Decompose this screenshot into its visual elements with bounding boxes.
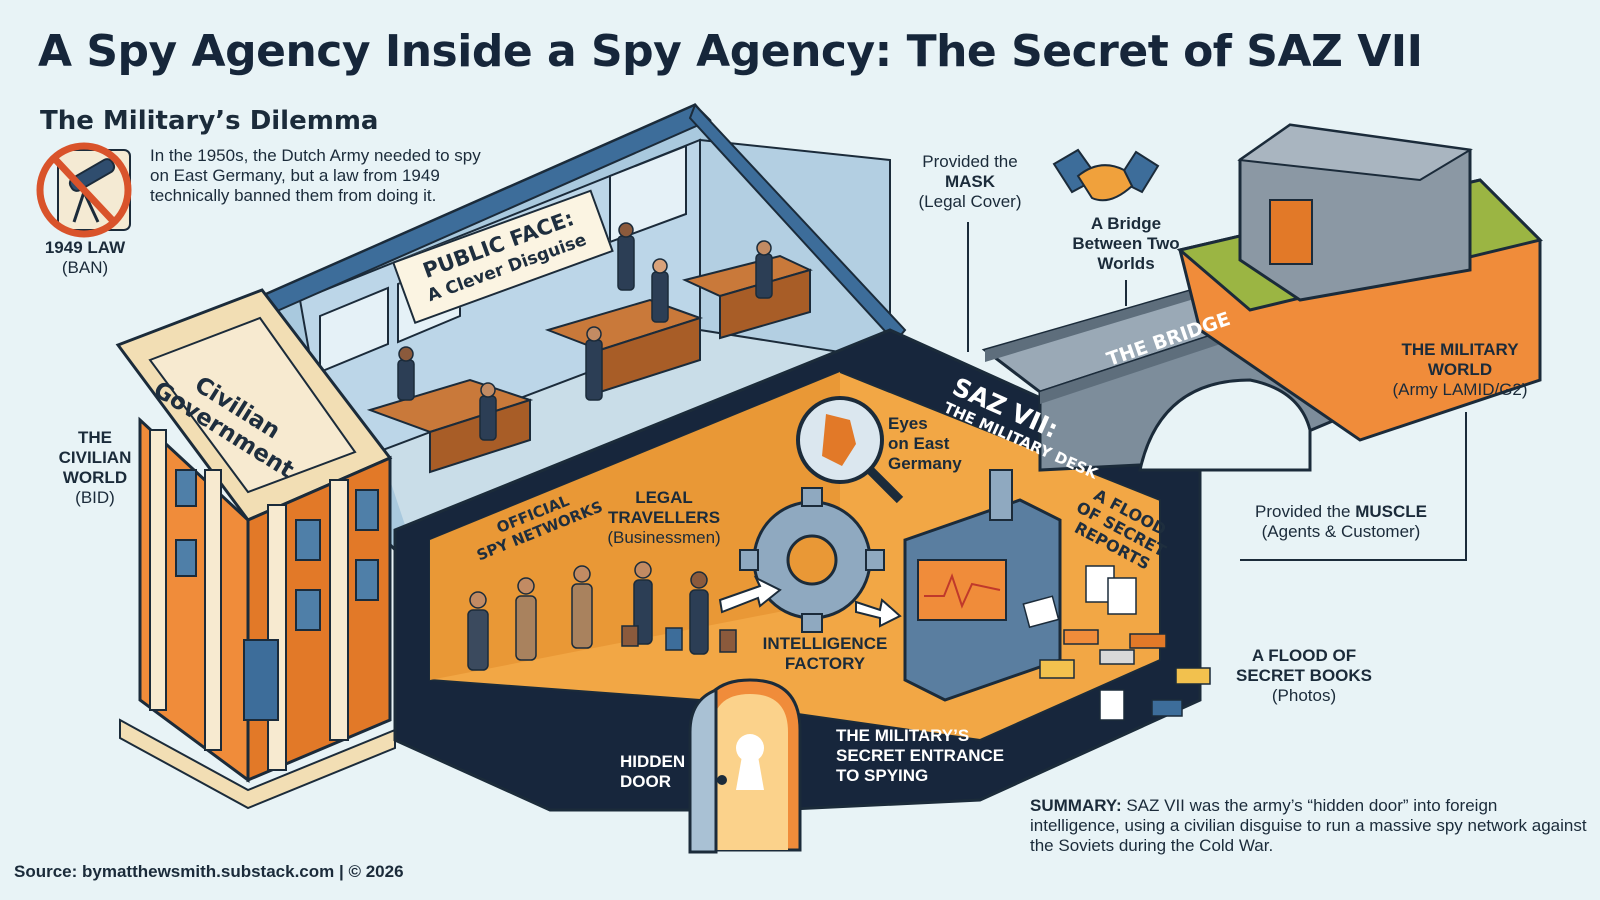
mask-line2: MASK	[944, 172, 996, 191]
mask-line1: Provided the	[922, 152, 1018, 171]
hidden-door-line: DOOR	[620, 772, 671, 791]
factory-line: FACTORY	[784, 654, 866, 673]
bridge-caption-line: A Bridge	[1090, 214, 1162, 233]
summary: SUMMARY: SAZ VII was the army’s “hidden …	[1030, 796, 1590, 856]
saz-room	[393, 328, 1211, 812]
muscle-leader-line	[1240, 412, 1467, 561]
civilian-world-sub: (BID)	[75, 488, 115, 507]
military-world-label: THE MILITARY WORLD (Army LAMID/G2)	[1360, 340, 1560, 400]
mask-line3: (Legal Cover)	[918, 192, 1022, 211]
leader-lines	[967, 222, 1467, 561]
dilemma-heading: The Military’s Dilemma	[40, 106, 379, 136]
handshake-icon	[1052, 148, 1160, 202]
factory-line: INTELLIGENCE	[762, 634, 888, 653]
secret-entrance-label: THE MILITARY’S SECRET ENTRANCE TO SPYING	[836, 726, 1004, 786]
bridge-caption-line: Between Two	[1072, 234, 1180, 253]
travellers-label: LEGAL TRAVELLERS (Businessmen)	[594, 488, 734, 548]
secret-entrance-line: THE MILITARY’S	[836, 726, 970, 745]
flood-books-line: A FLOOD OF	[1251, 646, 1357, 665]
flood-books-sub: (Photos)	[1271, 686, 1337, 705]
law-callout: 1949 LAW (BAN)	[30, 238, 140, 278]
page-title: A Spy Agency Inside a Spy Agency: The Se…	[38, 26, 1423, 77]
government-building	[115, 288, 396, 810]
bridge-caption-line: Worlds	[1097, 254, 1155, 273]
flood-books-label: A FLOOD OF SECRET BOOKS (Photos)	[1224, 646, 1384, 706]
eyes-line: Eyes	[888, 414, 928, 433]
civilian-world-line: CIVILIAN	[58, 448, 132, 467]
factory-label: INTELLIGENCE FACTORY	[750, 634, 900, 674]
eyes-label: Eyes on East Germany	[888, 414, 988, 474]
muscle-sub: (Agents & Customer)	[1261, 522, 1421, 541]
secret-entrance-line: TO SPYING	[836, 766, 929, 785]
ban-telescope-icon	[36, 142, 132, 238]
hidden-door	[688, 678, 802, 854]
mask-label: Provided the MASK (Legal Cover)	[890, 152, 1050, 212]
hidden-door-line: HIDDEN	[620, 752, 686, 771]
muscle-prefix: Provided the	[1255, 502, 1356, 521]
eyes-line: Germany	[888, 454, 962, 473]
military-world-sub: (Army LAMID/G2)	[1392, 380, 1528, 399]
military-bunker	[1176, 123, 1543, 442]
eyes-line: on East	[888, 434, 950, 453]
travellers-sub: (Businessmen)	[607, 528, 721, 547]
hidden-door-label: HIDDEN DOOR	[620, 752, 685, 792]
travellers-line: TRAVELLERS	[607, 508, 721, 527]
muscle-bold: MUSCLE	[1355, 502, 1427, 521]
military-world-line: THE MILITARY	[1401, 340, 1519, 359]
muscle-label: Provided the MUSCLE (Agents & Customer)	[1236, 502, 1446, 542]
flood-books-line: SECRET BOOKS	[1235, 666, 1373, 685]
gear-icon	[739, 487, 885, 633]
military-world-line: WORLD	[1427, 360, 1493, 379]
law-label: 1949 LAW	[44, 238, 126, 257]
summary-label: SUMMARY:	[1030, 796, 1122, 815]
law-sub: (BAN)	[61, 258, 109, 277]
magnifier-icon	[796, 396, 904, 504]
source-credit: Source: bymatthewsmith.substack.com | © …	[14, 862, 404, 881]
civilian-world-label: THE CIVILIAN WORLD (BID)	[40, 428, 150, 508]
secret-entrance-line: SECRET ENTRANCE	[836, 746, 1005, 765]
summary-text: SAZ VII was the army’s “hidden door” int…	[1030, 796, 1587, 855]
intelligence-machine	[903, 469, 1062, 702]
bridge-caption: A Bridge Between Two Worlds	[1036, 214, 1216, 274]
civilian-world-line: THE	[78, 428, 112, 447]
dilemma-body: In the 1950s, the Dutch Army needed to s…	[150, 146, 481, 205]
civilian-world-line: WORLD	[62, 468, 128, 487]
travellers-line: LEGAL	[635, 488, 693, 507]
